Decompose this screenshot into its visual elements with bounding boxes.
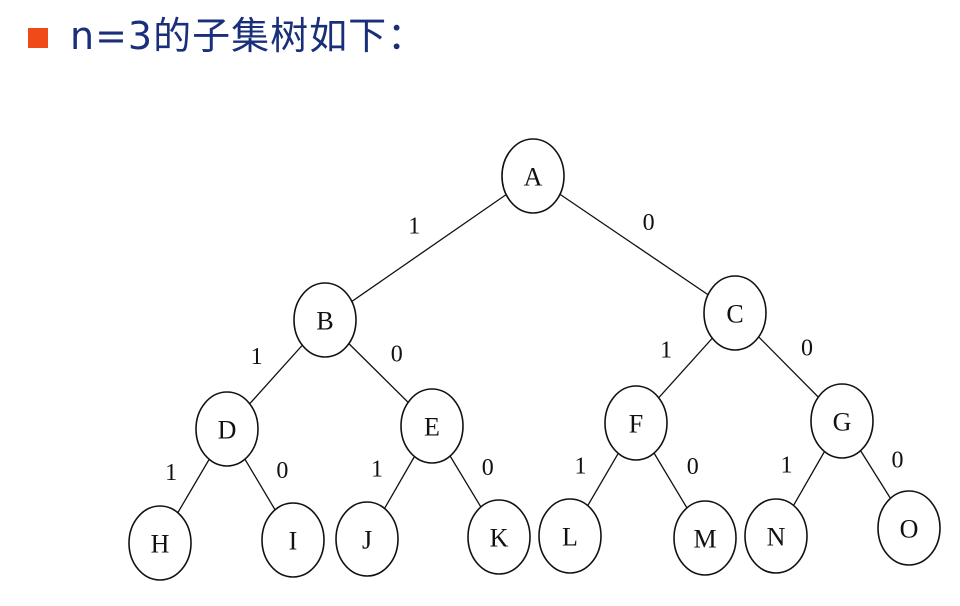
tree-node-e: E xyxy=(400,388,464,464)
tree-node-d: D xyxy=(195,391,259,467)
edge-label-d-h: 1 xyxy=(165,460,177,486)
tree-node-k: K xyxy=(467,499,531,575)
edge-label-f-m: 0 xyxy=(687,454,699,480)
node-label-g: G xyxy=(833,408,852,437)
tree-node-f: F xyxy=(604,385,668,461)
tree-node-j: J xyxy=(335,501,399,577)
tree-edges xyxy=(159,175,910,544)
node-label-e: E xyxy=(424,413,440,442)
edge-label-a-b: 1 xyxy=(408,214,420,240)
tree-node-o: O xyxy=(877,490,941,566)
node-label-n: N xyxy=(767,523,786,552)
edge-label-g-o: 0 xyxy=(892,448,904,474)
node-label-b: B xyxy=(316,307,333,336)
tree-node-g: G xyxy=(810,383,874,459)
heading-text: n=3的子集树如下： xyxy=(70,14,427,58)
node-label-j: J xyxy=(362,526,372,555)
node-label-a: A xyxy=(524,163,543,192)
edge-label-c-f: 1 xyxy=(660,338,672,364)
node-label-o: O xyxy=(900,515,919,544)
edge-label-e-k: 0 xyxy=(482,455,494,481)
node-label-i: I xyxy=(289,527,298,556)
node-circle-a xyxy=(501,138,565,214)
node-circle-h xyxy=(128,505,192,581)
node-circle-b xyxy=(293,282,357,358)
tree-node-h: H xyxy=(128,505,192,581)
node-circle-f xyxy=(604,385,668,461)
tree-node-a: A xyxy=(501,138,565,214)
node-circle-g xyxy=(810,383,874,459)
slide-heading: n=3的子集树如下： xyxy=(28,8,426,64)
node-label-m: M xyxy=(693,525,716,554)
tree-edge-a-b xyxy=(324,175,534,321)
edge-label-e-j: 1 xyxy=(371,457,383,483)
node-circle-l xyxy=(538,498,602,574)
edge-label-b-d: 1 xyxy=(251,344,263,370)
edge-label-d-i: 0 xyxy=(276,458,288,484)
node-label-h: H xyxy=(151,530,170,559)
edge-label-g-n: 1 xyxy=(780,453,792,479)
tree-node-l: L xyxy=(538,498,602,574)
node-circle-k xyxy=(467,499,531,575)
node-circle-d xyxy=(195,391,259,467)
tree-node-m: M xyxy=(673,500,737,576)
tree-edge-a-c xyxy=(532,175,736,314)
node-circle-i xyxy=(261,502,325,578)
tree-node-b: B xyxy=(293,282,357,358)
node-circle-e xyxy=(400,388,464,464)
node-label-k: K xyxy=(490,524,509,553)
node-label-c: C xyxy=(726,300,743,329)
edge-label-a-c: 0 xyxy=(643,210,655,236)
node-circle-m xyxy=(673,500,737,576)
tree-nodes: A B C D E F G H I J K L M N O xyxy=(128,138,941,581)
node-circle-c xyxy=(703,275,767,351)
node-circle-o xyxy=(877,490,941,566)
edge-label-c-g: 0 xyxy=(801,336,813,362)
node-circle-j xyxy=(335,501,399,577)
edge-label-b-e: 0 xyxy=(391,342,403,368)
tree-edge-labels: 1 0 1 0 1 0 1 0 1 0 1 0 1 0 xyxy=(165,210,903,486)
node-label-f: F xyxy=(629,410,643,439)
tree-node-c: C xyxy=(703,275,767,351)
tree-node-n: N xyxy=(744,498,808,574)
node-label-l: L xyxy=(562,523,578,552)
node-circle-n xyxy=(744,498,808,574)
node-label-d: D xyxy=(218,416,237,445)
tree-node-i: I xyxy=(261,502,325,578)
edge-label-f-l: 1 xyxy=(575,453,587,479)
square-bullet-icon xyxy=(28,28,48,48)
